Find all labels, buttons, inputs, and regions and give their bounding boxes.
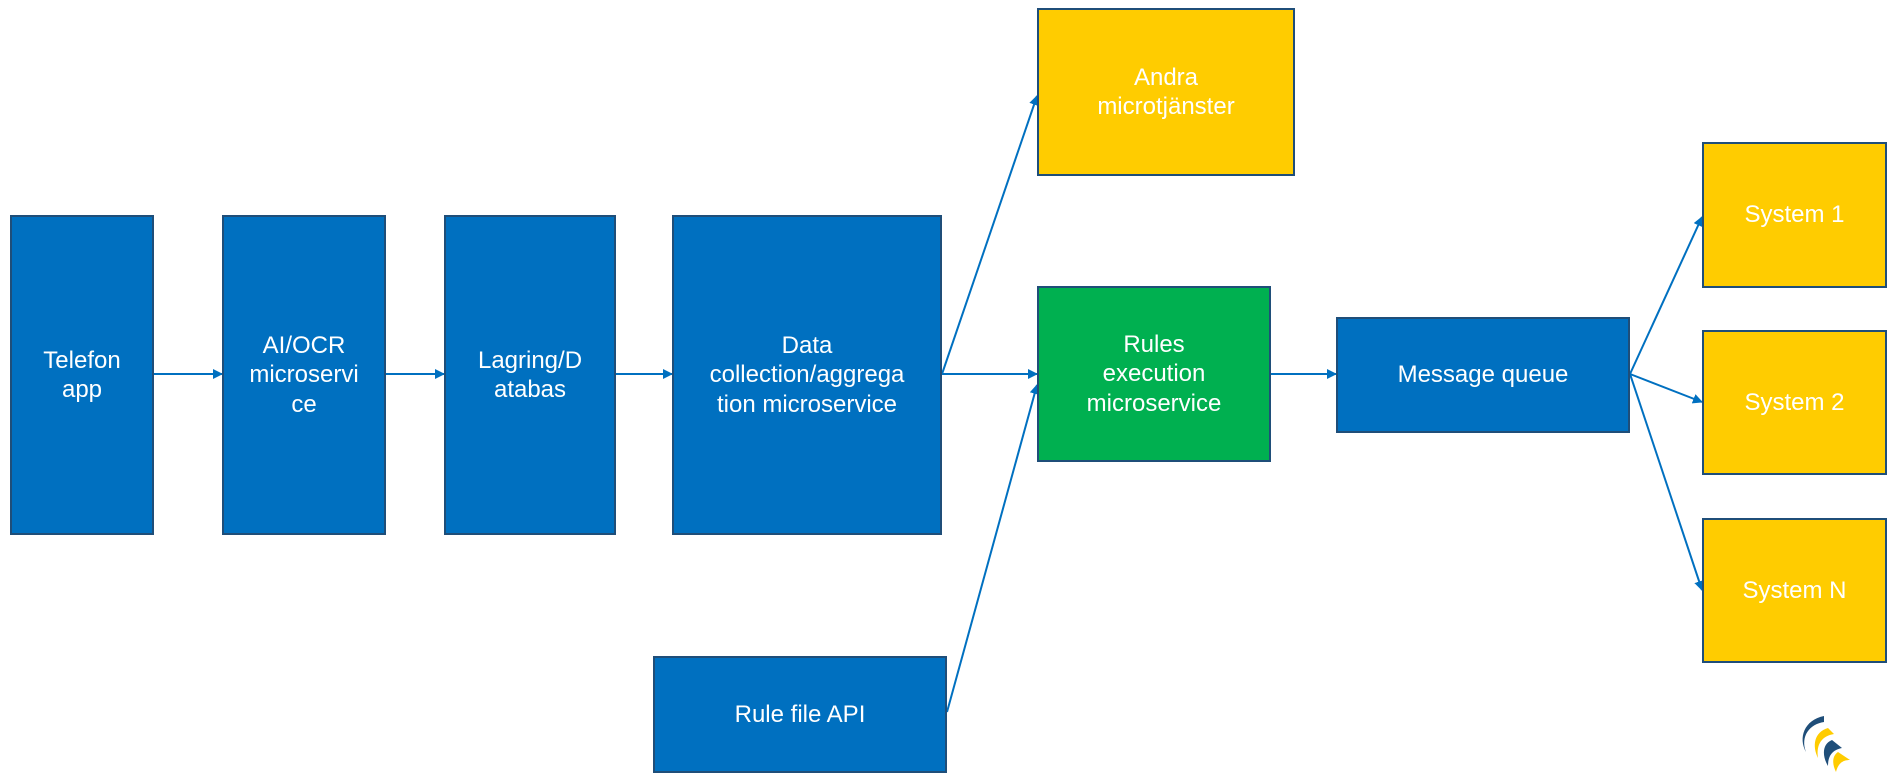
node-label: System N bbox=[1742, 576, 1847, 604]
node-system-1: System 1 bbox=[1702, 142, 1887, 288]
node-label: System 2 bbox=[1744, 388, 1845, 416]
node-label: Rule file API bbox=[734, 700, 866, 728]
node-ai-ocr-microservice: AI/OCR microservi ce bbox=[222, 215, 386, 535]
node-label: AI/OCR microservi ce bbox=[249, 332, 359, 418]
arrow-rulefile-to-rules bbox=[946, 384, 1040, 713]
arrow-queue-to-system2 bbox=[1629, 373, 1703, 404]
node-lagring-databas: Lagring/D atabas bbox=[444, 215, 616, 535]
arrow-queue-to-systemN bbox=[1629, 373, 1704, 591]
node-data-collection-microservice: Data collection/aggrega tion microservic… bbox=[672, 215, 942, 535]
node-telefon-app: Telefon app bbox=[10, 215, 154, 535]
node-label: Rules execution microservice bbox=[1086, 331, 1222, 417]
node-label: Andra microtjänster bbox=[1097, 63, 1235, 120]
arrow-queue-to-system1 bbox=[1629, 216, 1703, 375]
node-system-n: System N bbox=[1702, 518, 1887, 663]
node-label: System 1 bbox=[1744, 201, 1845, 229]
node-rule-file-api: Rule file API bbox=[653, 656, 947, 773]
node-system-2: System 2 bbox=[1702, 330, 1887, 475]
brand-logo-icon bbox=[1802, 716, 1850, 772]
node-label: Lagring/D atabas bbox=[477, 346, 583, 403]
node-label: Message queue bbox=[1397, 361, 1569, 389]
node-label: Telefon app bbox=[43, 346, 121, 403]
arrow-datacollection-to-andra bbox=[941, 95, 1039, 375]
node-rules-execution-microservice: Rules execution microservice bbox=[1037, 286, 1271, 462]
node-andra-microtjanster: Andra microtjänster bbox=[1037, 8, 1295, 176]
node-label: Data collection/aggrega tion microservic… bbox=[709, 332, 905, 418]
node-message-queue: Message queue bbox=[1336, 317, 1630, 433]
